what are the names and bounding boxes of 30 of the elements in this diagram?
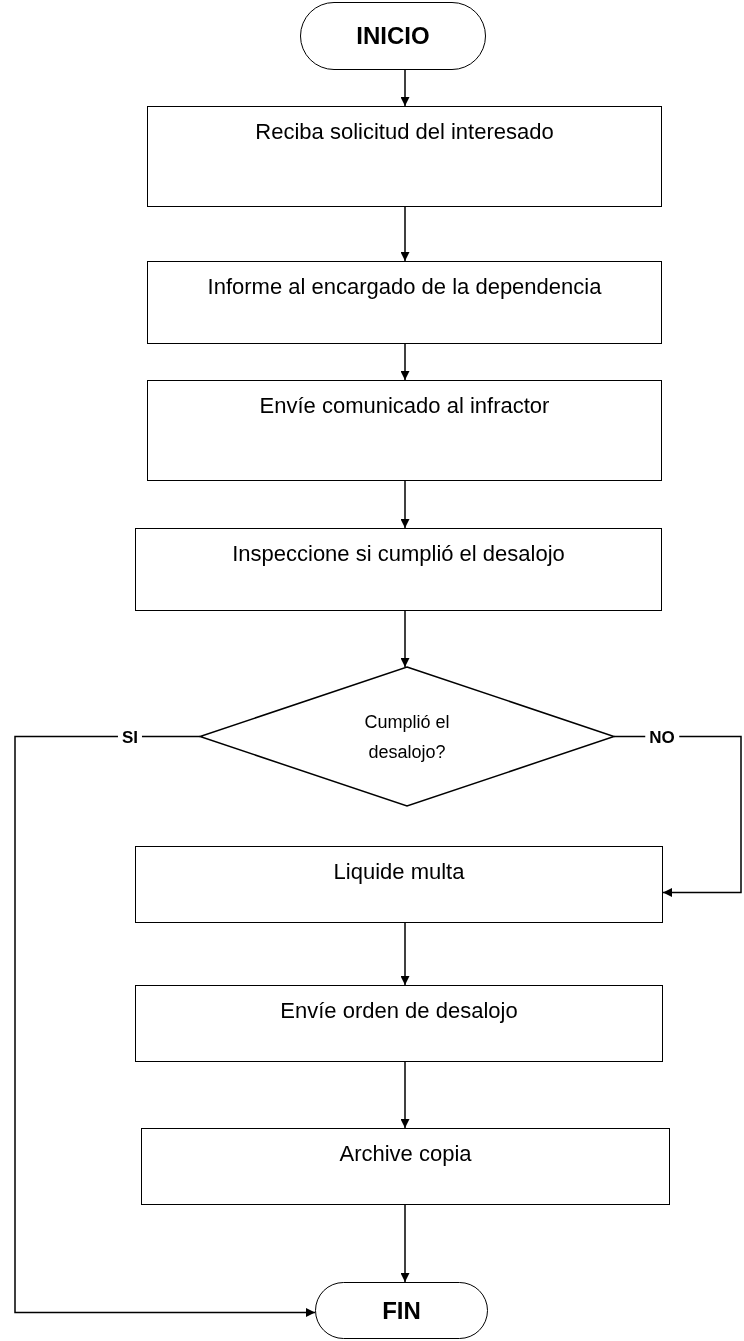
node-text: Envíe orden de desalojo — [280, 997, 518, 1025]
arrow — [400, 922, 410, 986]
arrow — [400, 343, 410, 381]
node-text: Informe al encargado de la dependencia — [207, 273, 602, 301]
arrow — [400, 69, 410, 107]
node-text: Reciba solicitud del interesado — [255, 118, 554, 146]
process-box — [147, 106, 662, 207]
node-text: Cumplió el desalojo? — [363, 710, 451, 764]
edge-label: SI — [117, 728, 143, 745]
arrow — [400, 206, 410, 262]
process-box — [141, 1128, 670, 1205]
arrow — [613, 735, 742, 897]
process-box — [135, 985, 663, 1062]
node-text: Archive copia — [339, 1140, 472, 1168]
node-text: Liquide multa — [333, 858, 465, 886]
arrow — [400, 1204, 410, 1283]
edge-label: NO — [645, 728, 679, 745]
arrow — [400, 1061, 410, 1129]
terminal-pill — [315, 1282, 488, 1339]
process-box — [135, 528, 662, 611]
node-text: INICIO — [356, 21, 430, 51]
process-box — [147, 261, 662, 344]
arrow — [400, 610, 410, 668]
node-text: Envíe comunicado al infractor — [259, 392, 550, 420]
process-box — [135, 846, 663, 923]
node-text: Inspeccione si cumplió el desalojo — [232, 540, 565, 568]
arrow — [14, 735, 316, 1317]
node-text: FIN — [382, 1295, 421, 1326]
process-box — [147, 380, 662, 481]
arrow — [400, 480, 410, 529]
